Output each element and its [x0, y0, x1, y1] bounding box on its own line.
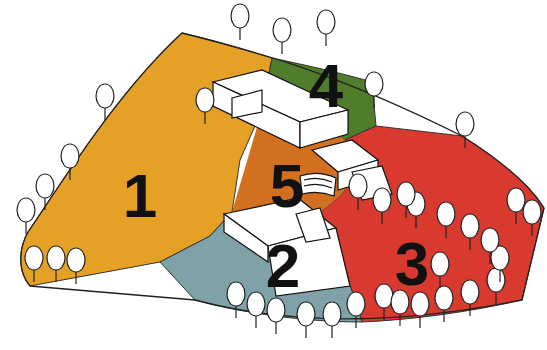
- callout-number: 2: [266, 235, 300, 297]
- trees: [17, 4, 541, 338]
- buildings: [213, 70, 392, 296]
- callout-number: 5: [270, 155, 304, 217]
- callout-number: 1: [123, 165, 157, 227]
- site-boundary: [21, 33, 544, 319]
- callout-number: 3: [395, 233, 429, 295]
- callout-number: 4: [309, 55, 343, 117]
